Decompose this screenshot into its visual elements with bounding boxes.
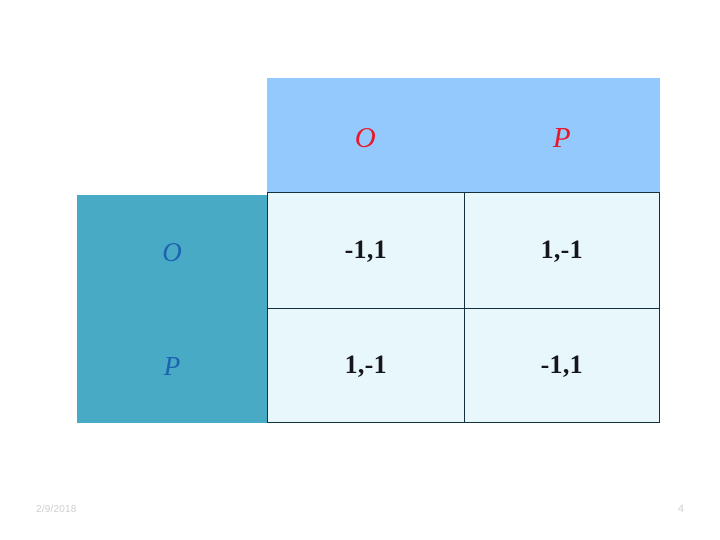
row-header-p: P (163, 350, 181, 381)
column-header-p: P (552, 121, 571, 154)
payoff-cell-o-o: -1,1 (268, 193, 464, 308)
payoff-matrix: O P O P -1,1 1,-1 1,-1 -1,1 (77, 78, 660, 423)
column-header-o: O (354, 121, 376, 154)
row-header-band: O P (77, 195, 267, 423)
matrix-corner-blank (77, 78, 267, 195)
payoff-cell-p-p: -1,1 (463, 307, 659, 422)
payoff-cell-p-o: 1,-1 (268, 307, 464, 422)
payoff-cell-o-p: 1,-1 (463, 193, 659, 308)
footer-date: 2/9/2018 (36, 504, 77, 515)
row-header-o: O (162, 236, 182, 267)
footer-page-number: 4 (677, 503, 684, 515)
column-header-band: O P (267, 78, 660, 192)
payoff-grid: -1,1 1,-1 1,-1 -1,1 (267, 192, 660, 423)
